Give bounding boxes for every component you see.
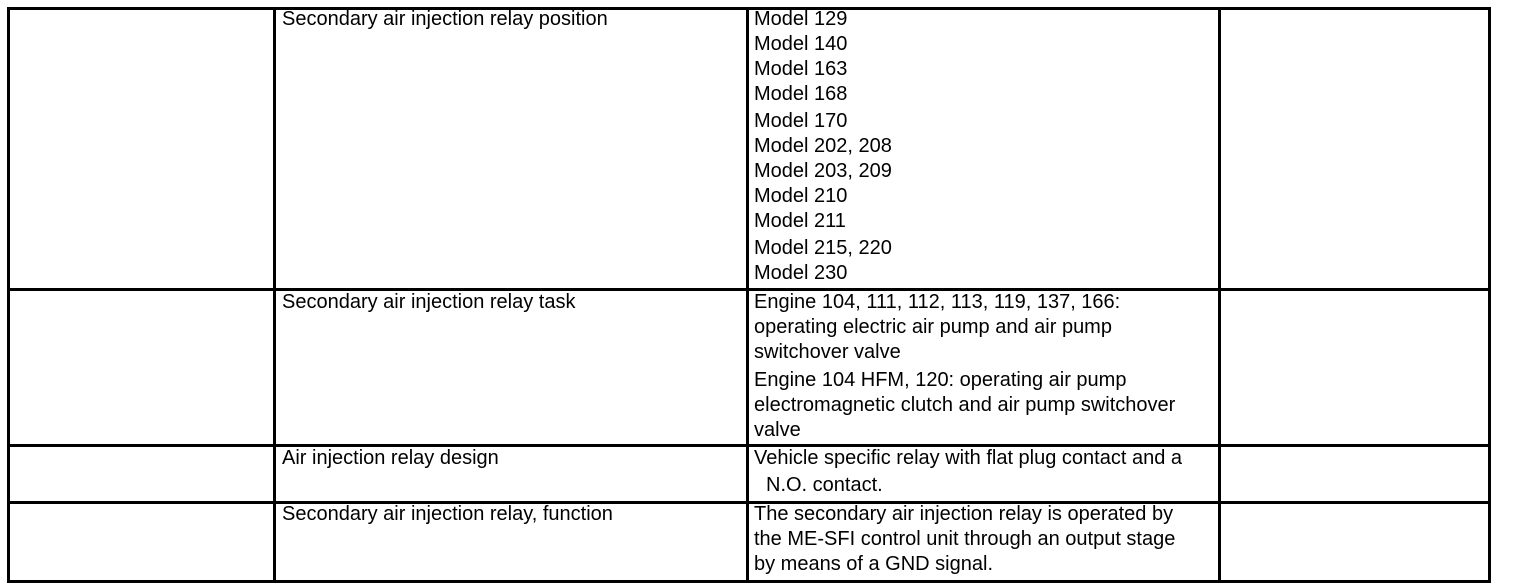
detail-line: electromagnetic clutch and air pump swit… (754, 394, 1176, 416)
detail-line: Model 202, 208 (754, 135, 892, 157)
detail-line: switchover valve (754, 341, 901, 363)
detail-line: Model 129 (754, 8, 848, 30)
table-row: Secondary air injection relay, function … (0, 502, 1520, 580)
table-border-right (1488, 7, 1491, 583)
detail-line: Engine 104, 111, 112, 113, 119, 137, 166… (754, 291, 1121, 313)
detail-line: Model 211 (754, 210, 846, 232)
row-details: The secondary air injection relay is ope… (754, 502, 1234, 580)
row-topic: Secondary air injection relay, function (282, 503, 613, 525)
detail-line: The secondary air injection relay is ope… (754, 503, 1174, 525)
row-topic: Secondary air injection relay position (282, 8, 608, 30)
row-topic: Secondary air injection relay task (282, 291, 576, 313)
column-divider-2 (746, 7, 749, 583)
table-border-top (7, 7, 1491, 10)
table-border-left (7, 7, 10, 583)
detail-line: Model 215, 220 (754, 237, 892, 259)
detail-line: N.O. contact. (766, 474, 883, 496)
detail-line: valve (754, 419, 801, 441)
row-details: Engine 104, 111, 112, 113, 119, 137, 166… (754, 290, 1234, 444)
detail-line: the ME-SFI control unit through an outpu… (754, 528, 1176, 550)
table-border-bottom (7, 580, 1491, 583)
row-divider-2 (7, 444, 1491, 447)
row-topic: Air injection relay design (282, 447, 499, 469)
table-row: Secondary air injection relay position M… (0, 7, 1520, 288)
table-row: Air injection relay design Vehicle speci… (0, 446, 1520, 501)
column-divider-1 (273, 7, 276, 583)
row-divider-3 (7, 501, 1491, 504)
detail-line: by means of a GND signal. (754, 553, 993, 575)
detail-line: Model 210 (754, 185, 848, 207)
row-divider-1 (7, 288, 1491, 291)
detail-line: Vehicle specific relay with flat plug co… (754, 447, 1183, 469)
row-details: Model 129 Model 140 Model 163 Model 168 … (754, 7, 1234, 288)
detail-line: Engine 104 HFM, 120: operating air pump (754, 369, 1127, 391)
detail-line: Model 170 (754, 110, 848, 132)
detail-line: Model 163 (754, 58, 848, 80)
detail-line: operating electric air pump and air pump (754, 316, 1112, 338)
detail-line: Model 140 (754, 33, 848, 55)
row-details: Vehicle specific relay with flat plug co… (754, 446, 1234, 501)
detail-line: Model 168 (754, 83, 848, 105)
table-row: Secondary air injection relay task Engin… (0, 290, 1520, 444)
detail-line: Model 203, 209 (754, 160, 892, 182)
detail-line: Model 230 (754, 262, 848, 284)
column-divider-3 (1218, 7, 1221, 583)
